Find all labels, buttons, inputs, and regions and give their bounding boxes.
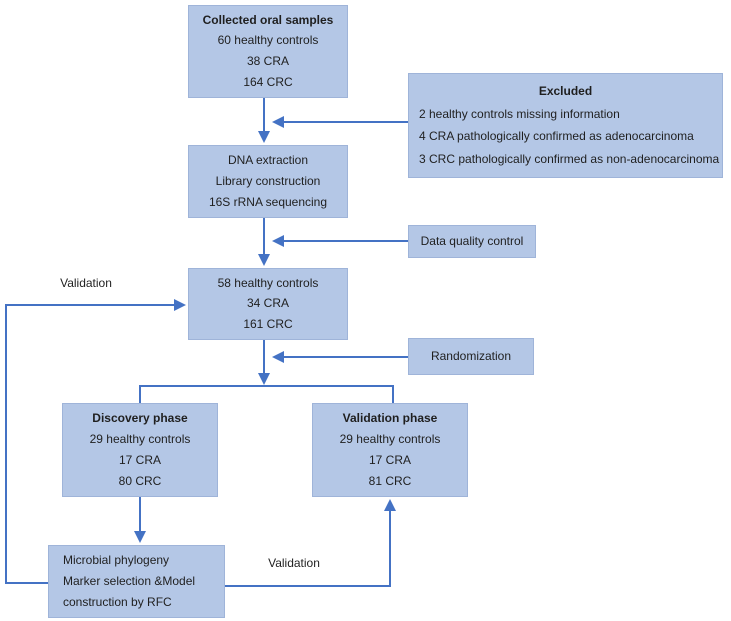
node-line: Library construction xyxy=(215,173,321,188)
node-line: Data quality control xyxy=(420,233,524,248)
node-excluded: Excluded 2 healthy controls missing info… xyxy=(408,73,723,178)
node-line: Microbial phylogeny xyxy=(63,552,170,567)
node-filtered-samples: 58 healthy controls 34 CRA 161 CRC xyxy=(188,268,348,340)
node-line: 60 healthy controls xyxy=(217,33,319,48)
split-line-to-phases xyxy=(139,385,394,403)
node-line: 34 CRA xyxy=(246,296,290,311)
node-title: Validation phase xyxy=(342,410,438,425)
node-discovery-phase: Discovery phase 29 healthy controls 17 C… xyxy=(62,403,218,497)
node-title: Discovery phase xyxy=(92,410,188,425)
node-line: 17 CRA xyxy=(118,452,162,467)
node-line: construction by RFC xyxy=(63,594,172,609)
node-line: Marker selection &Model xyxy=(63,573,196,588)
node-randomization: Randomization xyxy=(408,338,534,375)
node-line: 38 CRA xyxy=(246,54,290,69)
node-line: 80 CRC xyxy=(118,473,162,488)
node-line: DNA extraction xyxy=(227,152,309,167)
node-line: 29 healthy controls xyxy=(89,431,191,446)
node-line: 81 CRC xyxy=(368,473,412,488)
node-line: 164 CRC xyxy=(243,75,293,90)
node-line: 58 healthy controls xyxy=(217,275,319,290)
validation-label-bottom: Validation xyxy=(268,556,320,570)
node-line: 16S rRNA sequencing xyxy=(208,194,328,209)
node-line: 29 healthy controls xyxy=(339,431,441,446)
node-collected-samples: Collected oral samples 60 healthy contro… xyxy=(188,5,348,98)
node-line: Randomization xyxy=(430,348,512,363)
node-line: 161 CRC xyxy=(243,317,293,332)
node-model-construction: Microbial phylogeny Marker selection &Mo… xyxy=(48,545,225,618)
node-validation-phase: Validation phase 29 healthy controls 17 … xyxy=(312,403,468,497)
node-line: 3 CRC pathologically confirmed as non-ad… xyxy=(419,151,720,166)
arrow-model-to-validation-phase xyxy=(225,499,396,587)
node-line: 4 CRA pathologically confirmed as adenoc… xyxy=(419,129,694,144)
node-title: Collected oral samples xyxy=(202,12,334,27)
node-line: 2 healthy controls missing information xyxy=(419,106,620,121)
node-data-quality-control: Data quality control xyxy=(408,225,536,258)
node-line: 17 CRA xyxy=(368,452,412,467)
validation-label-left: Validation xyxy=(60,276,112,290)
node-title: Excluded xyxy=(538,84,593,99)
node-dna-extraction: DNA extraction Library construction 16S … xyxy=(188,145,348,218)
